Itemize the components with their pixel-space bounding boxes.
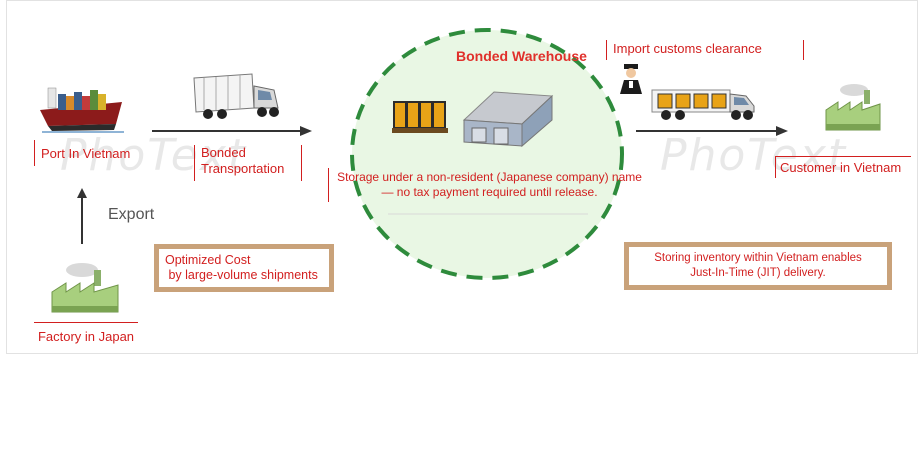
truck-icon xyxy=(193,73,279,119)
storage-note-line2: — no tax payment required until release. xyxy=(381,185,598,199)
customs-officer-icon xyxy=(620,64,642,94)
warehouse-title: Bonded Warehouse xyxy=(456,48,587,64)
factory-label-text: Factory in Japan xyxy=(37,329,135,344)
optimized-cost-line2: by large-volume shipments xyxy=(165,268,318,282)
bonded-warehouse-circle xyxy=(350,28,624,280)
import-clearance-text: Import customs clearance xyxy=(613,41,762,56)
customer-label-text: Customer in Vietnam xyxy=(780,160,902,175)
port-label: Port In Vietnam xyxy=(34,140,130,166)
optimized-cost-note: Optimized Cost by large-volume shipments xyxy=(154,244,334,292)
arrow-port-to-warehouse xyxy=(152,126,312,136)
bonded-transport-label: Bonded Transportation xyxy=(194,145,302,181)
factory-icon xyxy=(825,84,881,131)
jit-note-inner: Storing inventory within Vietnam enables… xyxy=(629,247,887,285)
warehouse-icon xyxy=(462,91,554,148)
bonded-transport-line1: Bonded xyxy=(201,145,246,160)
jit-note: Storing inventory within Vietnam enables… xyxy=(624,242,892,290)
jit-line1: Storing inventory within Vietnam enables xyxy=(654,252,862,264)
delivery-truck-icon xyxy=(651,89,755,120)
optimized-cost-note-inner: Optimized Cost by large-volume shipments xyxy=(159,249,329,287)
storage-note: Storage under a non-resident (Japanese c… xyxy=(328,168,650,202)
ship-icon xyxy=(40,87,124,133)
jit-line2: Just-In-Time (JIT) delivery. xyxy=(690,267,826,279)
arrow-export xyxy=(77,188,87,244)
export-label: Export xyxy=(108,206,155,223)
factory-icon xyxy=(51,263,119,313)
customer-label: Customer in Vietnam xyxy=(775,156,911,178)
storage-note-line1: Storage under a non-resident (Japanese c… xyxy=(337,170,642,184)
port-label-text: Port In Vietnam xyxy=(41,146,131,161)
watermark: PhoText xyxy=(60,130,248,181)
boxes-icon xyxy=(392,101,448,133)
import-clearance-label: Import customs clearance xyxy=(606,40,804,60)
watermark: PhoText xyxy=(660,130,848,181)
arrow-warehouse-to-customer xyxy=(636,126,788,136)
optimized-cost-line1: Optimized Cost xyxy=(165,253,251,267)
factory-label: Factory in Japan xyxy=(34,322,138,345)
bonded-transport-line2: Transportation xyxy=(201,161,285,176)
